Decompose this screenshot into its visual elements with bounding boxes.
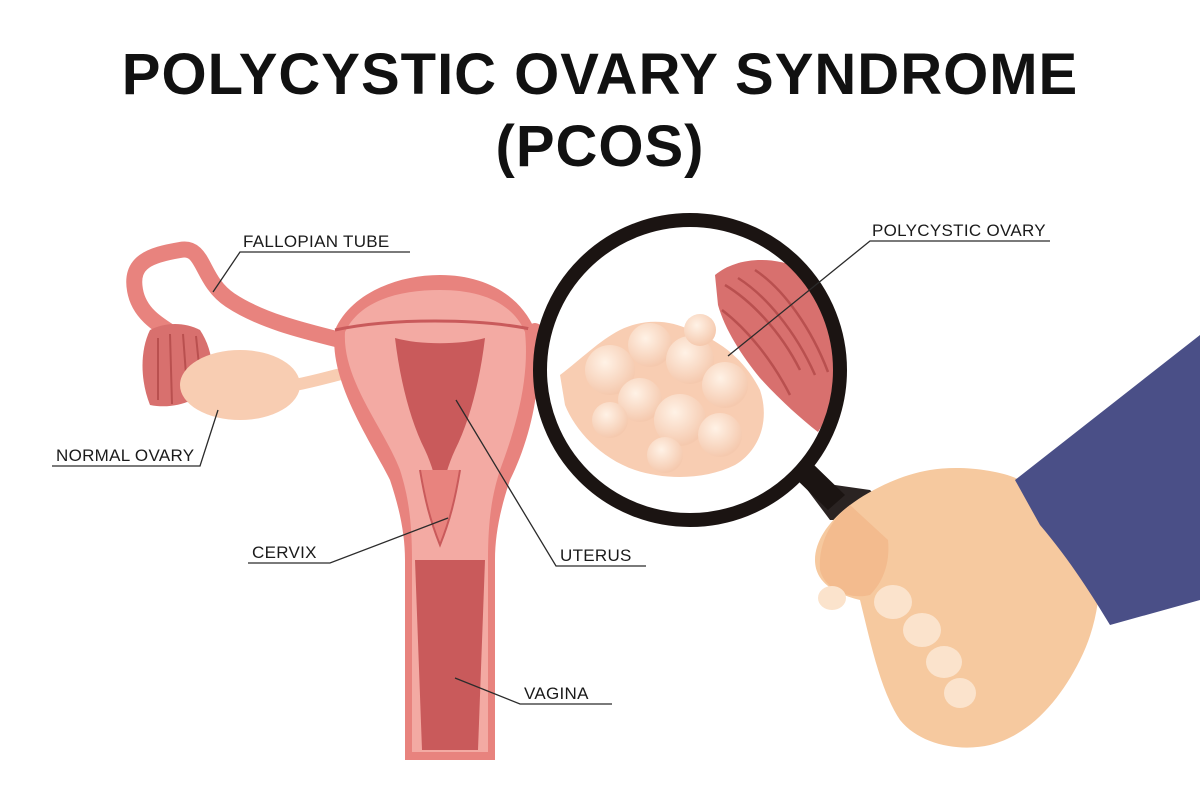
title-line-1: POLYCYSTIC OVARY SYNDROME [121, 42, 1079, 107]
magnified-fimbriae [715, 259, 839, 432]
fingertips [818, 585, 976, 708]
thumbnail [818, 586, 846, 610]
uterine-cavity [395, 338, 485, 500]
leader-lines [52, 240, 1050, 705]
fingernail-1 [874, 585, 912, 619]
uterus-leader [455, 399, 646, 567]
vagina-canal [415, 560, 485, 750]
cervix-region [419, 469, 461, 548]
fallopian-tube-leader [212, 251, 410, 293]
vagina-leader [454, 677, 612, 705]
magnifier-ring [533, 213, 847, 527]
fingernail-3 [926, 646, 962, 678]
polycystic-ovary-leader [727, 240, 1050, 357]
normal-ovary [180, 350, 356, 420]
label-vagina: VAGINA [524, 684, 589, 703]
polycystic-ovary [560, 314, 764, 477]
hand [815, 468, 1100, 748]
title-line-2: (PCOS) [495, 114, 705, 179]
left-fallopian-tube [126, 241, 348, 353]
normal-ovary-leader [52, 409, 219, 467]
label-normal-ovary: NORMAL OVARY [56, 446, 194, 465]
cyst-cluster [585, 314, 748, 473]
fingernail-2 [903, 613, 941, 647]
sleeve [1015, 335, 1200, 625]
fingernail-4 [944, 678, 976, 708]
cervix-leader [248, 517, 449, 564]
label-cervix: CERVIX [252, 543, 317, 562]
magnifier-collar [795, 463, 845, 510]
label-fallopian-tube: FALLOPIAN TUBE [243, 232, 390, 251]
label-uterus: UTERUS [560, 546, 632, 565]
label-polycystic-ovary: POLYCYSTIC OVARY [872, 221, 1046, 240]
